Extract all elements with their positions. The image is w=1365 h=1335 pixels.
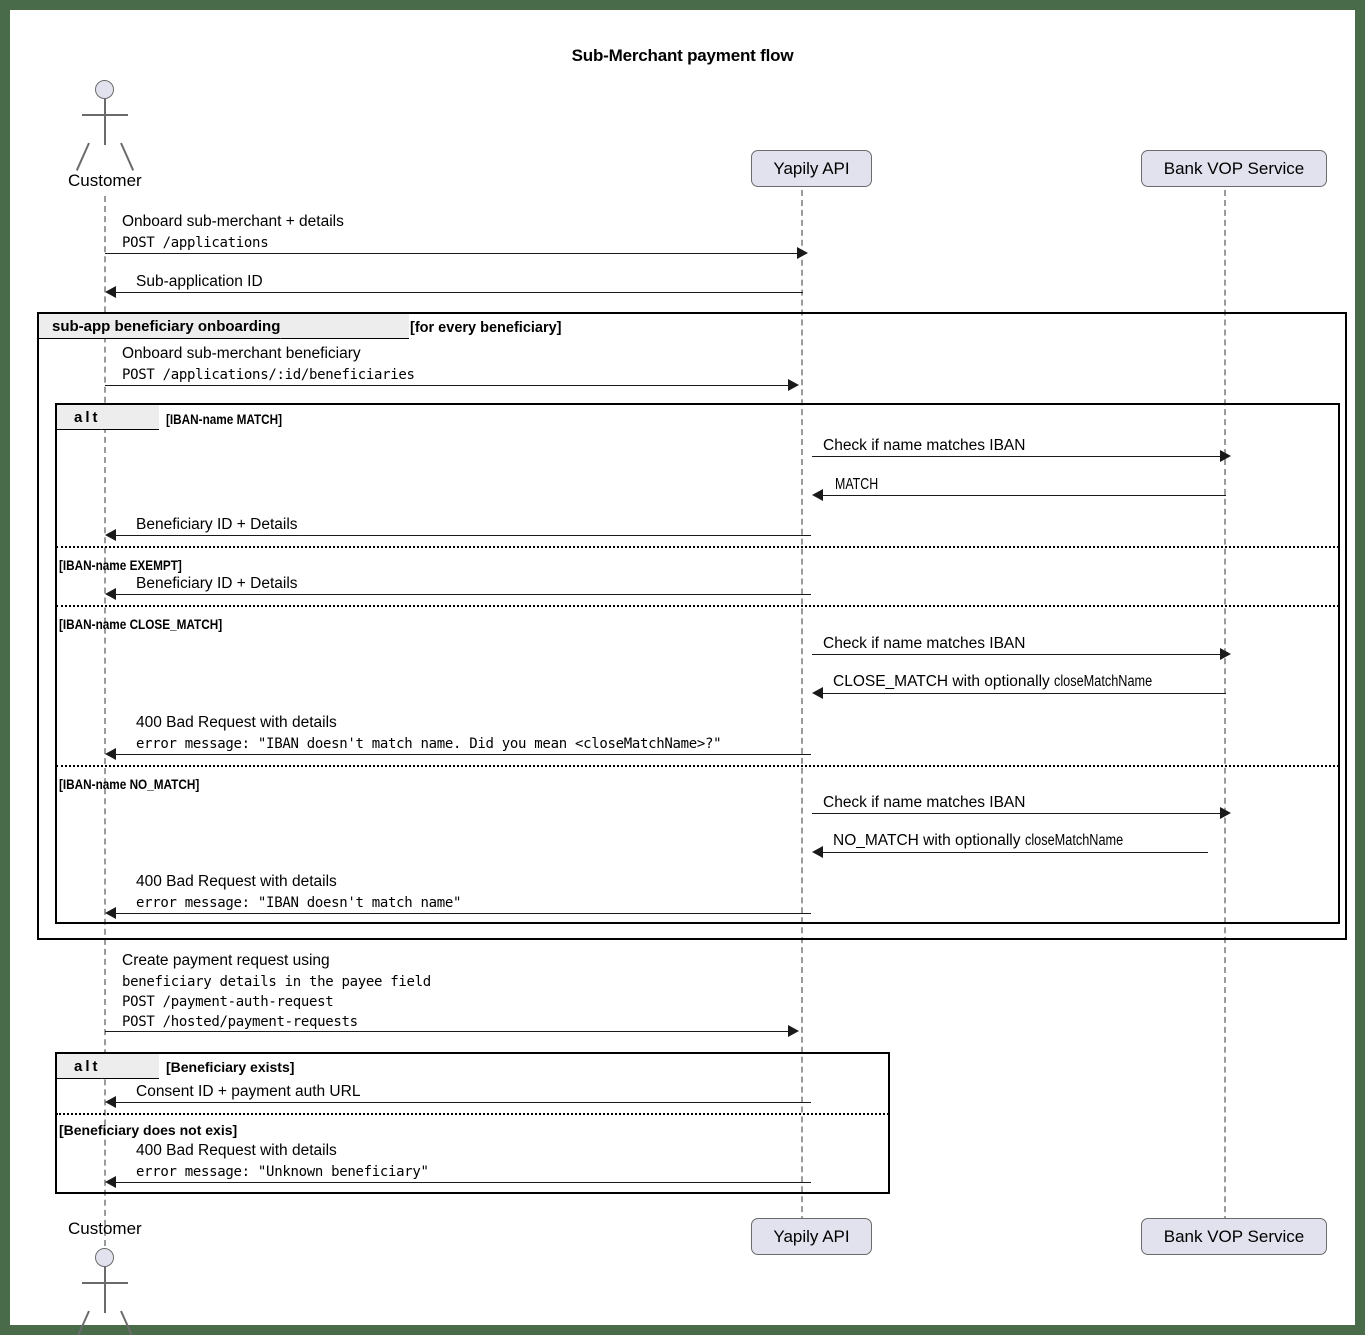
arrow-check-iban-match [812, 456, 1224, 457]
arrow-close-match-result [818, 693, 1226, 694]
arrowhead-onboard-submerchant [797, 247, 808, 259]
fragment-condition-group: [for every beneficiary] [410, 320, 562, 336]
message-bad-request-close-match-line2: error message: "IBAN doesn't match name.… [136, 736, 722, 752]
lifeline-customer [104, 196, 106, 1256]
message-create-payment-line1: Create payment request using [122, 952, 330, 969]
actor-label-customer-top: Customer [68, 171, 142, 190]
arrowhead-match-result [812, 489, 823, 501]
message-onboard-beneficiary-line1: Onboard sub-merchant beneficiary [122, 345, 361, 362]
lifeline-bank [1224, 190, 1226, 1252]
arrow-beneficiary-details-match [111, 535, 811, 536]
alt-divider-beneficiary-missing [56, 1113, 889, 1115]
fragment-condition-alt-vop-no-match: [IBAN-name NO_MATCH] [59, 776, 200, 792]
arrowhead-beneficiary-details-match [105, 529, 116, 541]
fragment-tab-alt-vop: alt [57, 404, 159, 430]
participant-label-yapily-top: Yapily API [773, 158, 850, 178]
close-match-param-name: closeMatchName [1054, 673, 1153, 690]
message-check-iban-close-match: Check if name matches IBAN [823, 635, 1026, 652]
message-check-iban-match: Check if name matches IBAN [823, 437, 1026, 454]
diagram-title: Sub-Merchant payment flow [571, 46, 794, 65]
arrow-beneficiary-details-exempt [111, 594, 811, 595]
alt-divider-close-match [56, 605, 1339, 607]
fragment-tab-group: sub-app beneficiary onboarding [39, 313, 409, 339]
arrowhead-check-iban-no-match [1220, 807, 1231, 819]
message-no-match-result: NO_MATCH with optionally closeMatchName [833, 832, 1145, 850]
fragment-notch-group [280, 313, 303, 339]
message-onboard-beneficiary-line2: POST /applications/:id/beneficiaries [122, 367, 415, 383]
fragment-alt-payment: alt [55, 1052, 890, 1194]
arrow-bad-request-close-match [111, 754, 811, 755]
message-bad-request-no-match-line1: 400 Bad Request with details [136, 873, 337, 890]
arrow-bad-request-no-match [111, 913, 811, 914]
diagram-canvas: Sub-Merchant payment flow Customer Yapil… [10, 10, 1355, 1335]
actor-label-customer-bottom: Customer [68, 1219, 142, 1238]
no-match-param-name: closeMatchName [1024, 832, 1124, 849]
participant-bank-top[interactable]: Bank VOP Service [1141, 150, 1327, 187]
fragment-notch-alt-payment [100, 1053, 123, 1079]
message-bad-request-unknown-line1: 400 Bad Request with details [136, 1142, 337, 1159]
fragment-group-beneficiary-onboarding: sub-app beneficiary onboarding [37, 312, 1347, 940]
arrowhead-bad-request-no-match [105, 907, 116, 919]
participant-yapily-bottom[interactable]: Yapily API [751, 1218, 872, 1255]
arrow-match-result [818, 495, 1226, 496]
message-consent-id: Consent ID + payment auth URL [136, 1083, 361, 1100]
fragment-condition-alt-vop-close-match: [IBAN-name CLOSE_MATCH] [59, 616, 223, 632]
arrowhead-check-iban-match [1220, 450, 1231, 462]
arrowhead-no-match-result [812, 846, 823, 858]
participant-yapily-top[interactable]: Yapily API [751, 150, 872, 187]
message-bad-request-no-match-line2: error message: "IBAN doesn't match name" [136, 895, 462, 911]
arrowhead-bad-request-unknown [105, 1176, 116, 1188]
message-create-payment-line2: beneficiary details in the payee field [122, 974, 431, 990]
arrow-check-iban-no-match [812, 813, 1224, 814]
lifeline-yapily [801, 190, 803, 1252]
no-match-result-text: NO_MATCH with optionally [833, 832, 1025, 849]
participant-label-bank-top: Bank VOP Service [1163, 158, 1305, 178]
participant-label-yapily-bottom: Yapily API [773, 1226, 850, 1246]
message-beneficiary-details-match: Beneficiary ID + Details [136, 516, 298, 533]
fragment-label-alt-payment: alt [74, 1057, 101, 1075]
arrowhead-check-iban-close-match [1220, 648, 1231, 660]
arrowhead-onboard-beneficiary [788, 379, 799, 391]
arrowhead-bad-request-close-match [105, 748, 116, 760]
fragment-condition-alt-vop-match: [IBAN-name MATCH] [166, 411, 283, 427]
fragment-notch-alt-vop [100, 404, 123, 430]
fragment-label-group: sub-app beneficiary onboarding [52, 317, 281, 335]
fragment-condition-alt-payment-exists: [Beneficiary exists] [166, 1059, 295, 1075]
close-match-result-text: CLOSE_MATCH with optionally [833, 673, 1055, 690]
alt-divider-exempt [56, 546, 1339, 548]
arrow-no-match-result [818, 852, 1208, 853]
arrow-onboard-submerchant [105, 253, 801, 254]
message-close-match-result: CLOSE_MATCH with optionally closeMatchNa… [833, 673, 1174, 691]
arrowhead-close-match-result [812, 687, 823, 699]
message-onboard-submerchant-line2: POST /applications [122, 235, 269, 251]
fragment-tab-alt-payment: alt [57, 1053, 159, 1079]
arrow-create-payment [105, 1031, 792, 1032]
message-bad-request-close-match-line1: 400 Bad Request with details [136, 714, 337, 731]
fragment-alt-vop: alt [55, 403, 1340, 924]
arrowhead-sub-application-id [105, 286, 116, 298]
arrow-bad-request-unknown [111, 1182, 811, 1183]
participant-label-bank-bottom: Bank VOP Service [1163, 1226, 1305, 1246]
fragment-label-alt-vop: alt [74, 408, 101, 426]
arrow-check-iban-close-match [812, 654, 1224, 655]
fragment-condition-alt-vop-exempt: [IBAN-name EXEMPT] [59, 557, 182, 573]
message-create-payment-line3: POST /payment-auth-request [122, 994, 334, 1010]
arrowhead-beneficiary-details-exempt [105, 588, 116, 600]
arrow-sub-application-id [111, 292, 803, 293]
message-create-payment-line4: POST /hosted/payment-requests [122, 1014, 358, 1030]
alt-divider-no-match [56, 765, 1339, 767]
message-bad-request-unknown-line2: error message: "Unknown beneficiary" [136, 1164, 429, 1180]
arrowhead-create-payment [788, 1025, 799, 1037]
message-onboard-submerchant-line1: Onboard sub-merchant + details [122, 213, 344, 230]
message-sub-application-id: Sub-application ID [136, 273, 263, 290]
arrow-consent-id [111, 1102, 811, 1103]
fragment-condition-alt-payment-missing: [Beneficiary does not exis] [59, 1122, 238, 1138]
message-beneficiary-details-exempt: Beneficiary ID + Details [136, 575, 298, 592]
participant-bank-bottom[interactable]: Bank VOP Service [1141, 1218, 1327, 1255]
arrowhead-consent-id [105, 1096, 116, 1108]
arrow-onboard-beneficiary [105, 385, 792, 386]
message-match-result: MATCH [835, 476, 879, 493]
message-check-iban-no-match: Check if name matches IBAN [823, 794, 1026, 811]
